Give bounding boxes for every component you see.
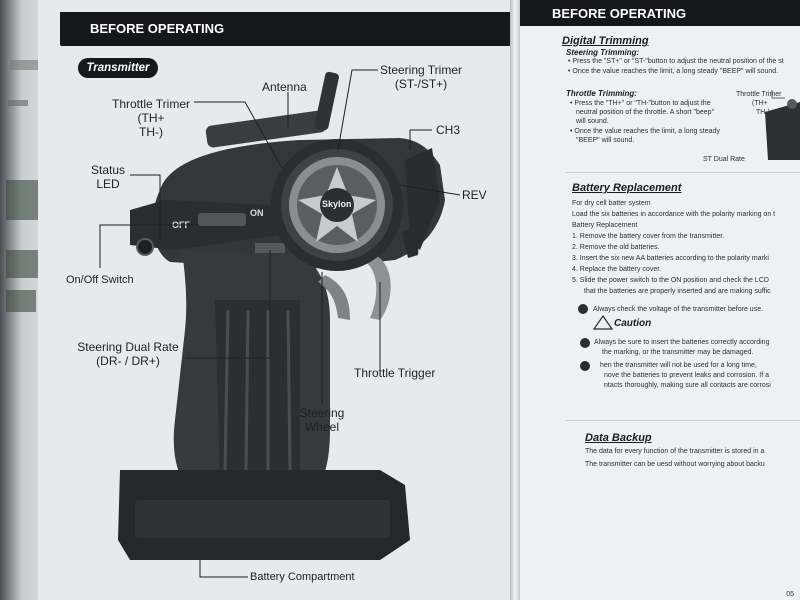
subhead-steering-trimming: Steering Trimming: bbox=[566, 48, 640, 57]
wheel-logo-text: Skylon bbox=[322, 199, 352, 209]
label-throttle-trimer-line3: TH-) bbox=[139, 125, 163, 139]
label-status-led-line1: Status bbox=[90, 163, 126, 177]
battery-line-7: 4. Replace the battery cover. bbox=[572, 266, 662, 273]
battery-line-8: 5. Slide the power switch to the ON posi… bbox=[572, 277, 769, 284]
battery-line-1: For dry cell batter system bbox=[572, 200, 651, 207]
label-steering-dual-rate-line1: Steering Dual Rate bbox=[77, 340, 179, 354]
section-title-data-backup: Data Backup bbox=[585, 432, 652, 444]
dual-rate-part bbox=[255, 243, 285, 253]
status-led-part bbox=[136, 238, 154, 256]
battery-line-2: Load the six batteries in accordance wit… bbox=[572, 211, 776, 218]
label-antenna: Antenna bbox=[262, 80, 307, 94]
fig-label-throttle-trimer: Throttle Trimer bbox=[736, 91, 782, 98]
caution-line-1: Always be sure to insert the batteries c… bbox=[594, 339, 770, 346]
label-steering-trimer-line1: Steering Trimer bbox=[379, 63, 463, 77]
section-title-digital-trimming: Digital Trimming bbox=[562, 35, 649, 47]
label-steering-trimer-line2: (ST-/ST+) bbox=[394, 77, 448, 91]
caution-line-2: the marking, or the transmitter may be d… bbox=[602, 349, 754, 356]
throttle-trim-line-3: will sound. bbox=[576, 118, 609, 125]
subhead-throttle-trimming: Throttle Trimming: bbox=[566, 89, 637, 98]
right-page-header: BEFORE OPERATING bbox=[520, 0, 800, 26]
label-status-led-line2: LED bbox=[96, 177, 120, 191]
section-title-battery-replacement: Battery Replacement bbox=[572, 182, 682, 194]
caution-heading: Caution bbox=[614, 318, 652, 329]
on-off-switch-part bbox=[198, 213, 246, 226]
book-spine bbox=[510, 0, 520, 600]
backup-line-1: The data for every function of the trans… bbox=[585, 448, 765, 455]
fig-label-th-minus: TH-) bbox=[756, 109, 770, 116]
battery-line-5: 2. Remove the old batteries. bbox=[572, 244, 660, 251]
label-rev: REV bbox=[462, 188, 487, 202]
antenna-part bbox=[205, 71, 339, 148]
label-throttle-trimer-line1: Throttle Trimer bbox=[111, 97, 190, 111]
label-throttle-trimer-line2: (TH+ bbox=[137, 111, 165, 125]
label-throttle-trigger: Throttle Trigger bbox=[354, 366, 436, 380]
caution-line-5: ntacts thoroughly, making sure all conta… bbox=[604, 382, 771, 389]
switch-on-text: ON bbox=[250, 208, 264, 218]
note-check-voltage: Always check the voltage of the transmit… bbox=[593, 306, 764, 313]
caution-line-3: hen the transmitter will not be used for… bbox=[600, 362, 757, 369]
battery-line-4: 1. Remove the battery cover from the tra… bbox=[572, 233, 725, 240]
throttle-trim-line-5: "BEEP" will sound. bbox=[576, 137, 635, 144]
throttle-trim-line-4: • Once the value reaches the limit, a lo… bbox=[570, 128, 720, 135]
label-steering-wheel-line1: Steering bbox=[299, 406, 345, 420]
battery-line-9: that the batteries are properly inserted… bbox=[584, 288, 771, 295]
battery-line-3: Battery Replacement bbox=[572, 222, 638, 229]
left-page-header: BEFORE OPERATING bbox=[60, 12, 510, 46]
steering-trim-line-2: • Once the value reaches the limit, a lo… bbox=[568, 68, 779, 75]
label-steering-dual-rate-line2: (DR- / DR+) bbox=[96, 354, 160, 368]
fig-label-th-plus: (TH+ bbox=[752, 100, 768, 107]
label-ch3: CH3 bbox=[436, 123, 461, 137]
steering-wheel-part bbox=[271, 139, 403, 271]
right-manual-page bbox=[516, 0, 800, 600]
backup-line-2: The transmitter can be uesd without worr… bbox=[585, 461, 765, 468]
divider-2 bbox=[566, 420, 800, 421]
caution-line-4: nove the batteries to prevent leaks and … bbox=[604, 372, 769, 379]
page-number: 05 bbox=[786, 591, 794, 598]
battery-line-6: 3. Insert the six new AA batteries accor… bbox=[572, 255, 769, 262]
label-battery-compartment: Battery Compartment bbox=[250, 571, 355, 583]
section-pill-transmitter: Transmitter bbox=[78, 58, 158, 78]
throttle-trim-line-2: neutral position of the throttle. A shor… bbox=[576, 109, 715, 116]
steering-trim-line-1: • Press the "ST+" or "ST-"button to adju… bbox=[568, 58, 784, 65]
fig-label-st-dual-rate: ST Dual Rate bbox=[703, 156, 745, 163]
label-on-off-switch: On/Off Switch bbox=[66, 274, 134, 286]
divider-1 bbox=[566, 172, 800, 173]
throttle-trigger-part bbox=[365, 255, 391, 320]
throttle-trim-line-1: • Press the "TH+" or "TH-"button to adju… bbox=[570, 100, 711, 107]
label-steering-wheel-line2: Wheel bbox=[304, 420, 339, 434]
